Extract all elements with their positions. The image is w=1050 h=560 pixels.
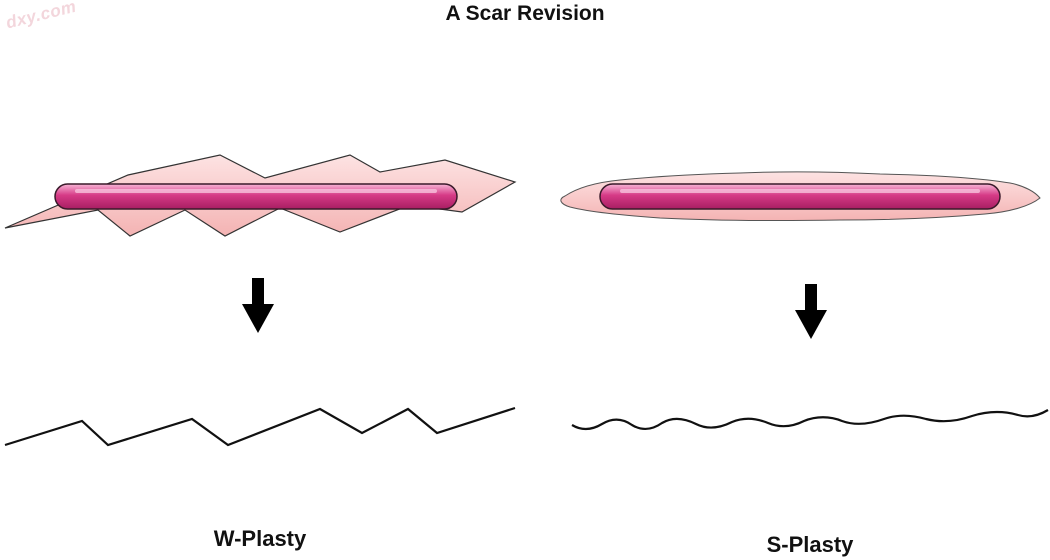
w-plasty-scar-highlight xyxy=(75,189,437,193)
s-plasty-result-line xyxy=(571,409,1049,431)
s-plasty-scar-highlight xyxy=(620,189,980,193)
s-plasty-scar xyxy=(599,183,1001,210)
w-plasty-label: W-Plasty xyxy=(213,526,307,551)
s-plasty-excision xyxy=(560,171,1041,222)
diagram-title: A Scar Revision xyxy=(445,2,605,25)
w-plasty-result-line xyxy=(4,406,516,447)
w-plasty-scar xyxy=(54,183,458,210)
w-plasty-excision xyxy=(4,154,517,237)
s-plasty-label: S-Plasty xyxy=(766,532,854,557)
w-plasty-arrow xyxy=(242,278,274,333)
s-plasty-arrow xyxy=(795,284,827,339)
